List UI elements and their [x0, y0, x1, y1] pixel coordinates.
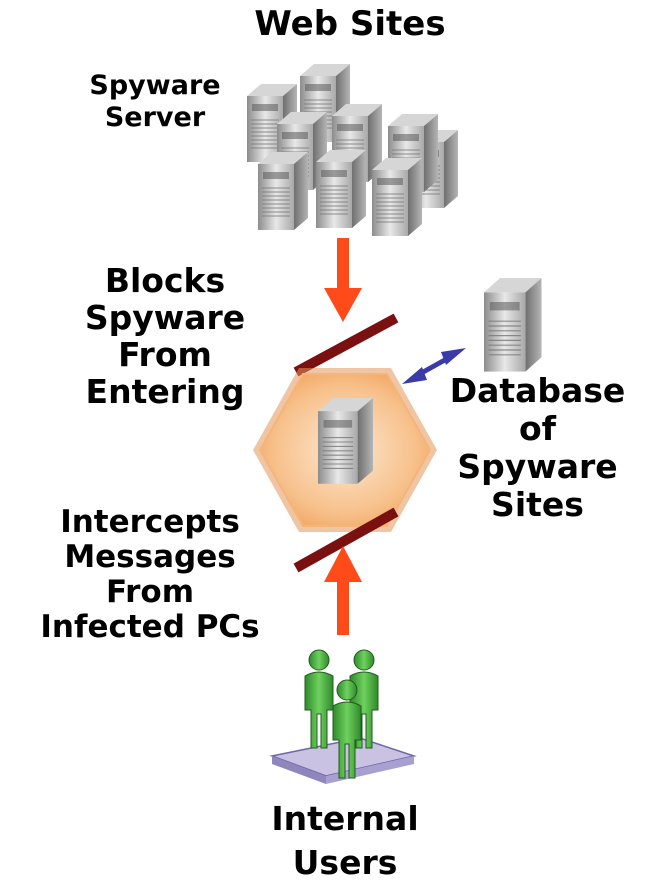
gateway-hexagon: [253, 368, 437, 532]
spyware-server-label: Spyware Server: [70, 70, 240, 134]
web-server-cluster: [246, 63, 459, 237]
intercepts-label: Intercepts Messages From Infected PCs: [0, 505, 300, 645]
blocks-spyware-label: Blocks Spyware From Entering: [40, 262, 290, 410]
intercepts-label-line: Infected PCs: [40, 609, 260, 645]
server-icon: [371, 157, 423, 237]
intercepts-label-line: Intercepts: [60, 504, 240, 540]
person-icon: [304, 649, 334, 749]
database-link-arrow: [402, 348, 466, 384]
server-icon: [315, 149, 367, 229]
top-barrier: [293, 313, 399, 377]
intercepts-label-line: Messages: [64, 539, 236, 575]
outbound-flow-arrow: [324, 546, 362, 635]
user-group-icon: [269, 649, 417, 784]
database-server-icon: [483, 277, 543, 373]
database-label: Database of Spyware Sites: [430, 372, 645, 524]
blocks-label-line: From: [118, 335, 212, 374]
inbound-flow-arrow: [324, 238, 362, 322]
internal-users-label-line: Internal: [271, 799, 419, 838]
blocks-label-line: Blocks: [104, 261, 226, 300]
blocks-label-line: Entering: [85, 372, 245, 411]
internal-users-label: Internal Users: [220, 797, 470, 885]
blocks-label-line: Spyware: [84, 298, 246, 337]
bottom-barrier: [293, 507, 399, 573]
database-label-line: Database: [449, 371, 626, 410]
intercepts-label-line: From: [105, 574, 195, 610]
web-sites-label: Web Sites: [254, 4, 446, 44]
database-label-line: Sites: [491, 485, 584, 524]
database-label-line: Spyware: [457, 447, 618, 486]
gateway-server-icon: [317, 397, 374, 485]
database-label-line: of: [518, 409, 557, 448]
spyware-server-label-line: Spyware: [89, 70, 221, 101]
server-icon: [257, 151, 309, 231]
internal-users-label-line: Users: [292, 843, 398, 882]
spyware-server-label-line: Server: [104, 102, 206, 133]
